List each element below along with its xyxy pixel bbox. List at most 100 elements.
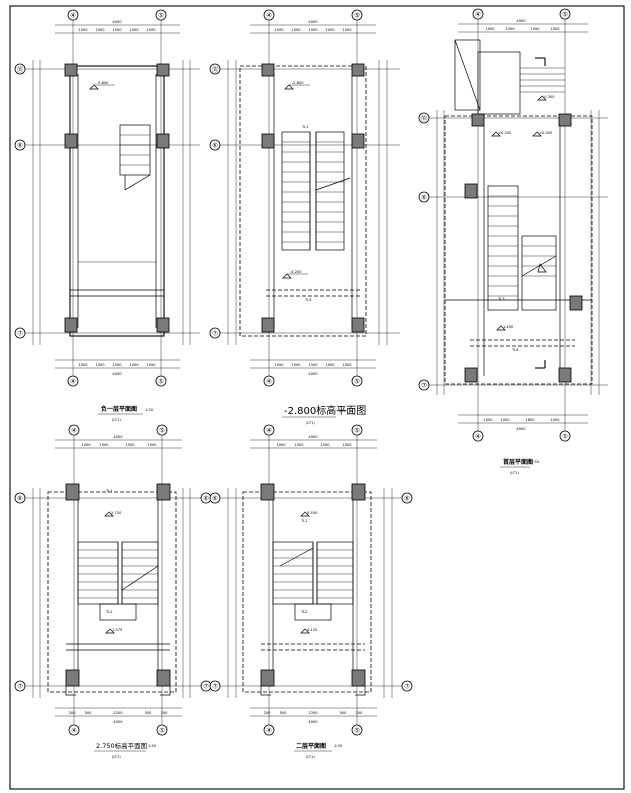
beam-label: TL1 <box>300 519 307 523</box>
dim-total: 4000 <box>308 435 318 439</box>
column <box>64 133 78 149</box>
axis-label: ⑦ <box>404 683 410 691</box>
column <box>156 669 171 687</box>
dim: 1000 <box>95 363 105 367</box>
axis-label: ⑤ <box>562 11 568 19</box>
dim: 1000 <box>95 28 105 32</box>
axis-label: ⑥ <box>212 142 218 150</box>
dim: 1800 <box>525 418 535 422</box>
beam-label: TL1 <box>105 489 112 493</box>
dim: 200 <box>69 711 77 715</box>
dim: 1000 <box>325 28 335 32</box>
column <box>569 295 583 311</box>
column <box>351 669 366 687</box>
dim: 1000 <box>342 28 352 32</box>
column <box>65 669 80 687</box>
dim: 500 <box>85 711 93 715</box>
level-mark: 1.375 <box>112 628 122 632</box>
level-mark: -5.600 <box>97 81 109 85</box>
dim: 1000 <box>129 363 139 367</box>
column <box>351 133 365 149</box>
dim: 1000 <box>342 363 352 367</box>
axis-label: ⑦ <box>212 683 218 691</box>
level-mark: -0.300 <box>543 95 555 99</box>
axis-label: ⑦ <box>203 683 209 691</box>
drawing-ref: (LT1) <box>510 471 519 475</box>
axis-label: ⑦ <box>17 330 23 338</box>
axis-label: ⑤ <box>354 427 360 435</box>
column <box>260 483 275 501</box>
dim: 1000 <box>147 443 157 447</box>
drawing-ref: (LT1) <box>306 421 315 425</box>
dim: 1500 <box>125 443 135 447</box>
axis-label: ⑤ <box>354 727 360 735</box>
dim: 1000 <box>500 418 510 422</box>
column <box>64 317 78 333</box>
dim-total: 4000 <box>516 19 526 23</box>
column <box>471 113 485 127</box>
column <box>261 317 275 333</box>
axis-label: ④ <box>71 727 77 735</box>
axis-label: ⑤ <box>562 433 568 441</box>
beam-label: TL3 <box>497 297 504 301</box>
level-mark: 5.500 <box>307 511 318 515</box>
column <box>351 483 366 501</box>
level-mark: -4.200 <box>290 270 302 274</box>
level-mark: 1.400 <box>503 325 514 329</box>
axis-label: ④ <box>266 12 272 20</box>
axis-label: ⑥ <box>203 495 209 503</box>
drawing-ref: (LT1) <box>112 755 121 759</box>
dim-total: 4000 <box>308 20 318 24</box>
column <box>156 317 170 333</box>
dim: 500 <box>145 711 153 715</box>
dim: 1500 <box>294 443 304 447</box>
dim: 1000 <box>325 363 335 367</box>
beam-label: TL2 <box>300 610 307 614</box>
dim: 1000 <box>485 27 495 31</box>
axis-label: ⑤ <box>158 378 164 386</box>
axis-label: ④ <box>266 427 272 435</box>
axis-label: ⑪ <box>421 115 428 123</box>
beam-label: TL2 <box>105 610 112 614</box>
drawing-basement-plan: ④ ⑤ ④ ⑤ 4000 1000 1000 1500 1000 1000 40… <box>14 9 200 422</box>
axis-label: ⑦ <box>212 330 218 338</box>
dim: 1000 <box>276 443 286 447</box>
beam-label: TL1 <box>301 125 308 129</box>
dim: 1000 <box>550 27 560 31</box>
drawing-minus-2800-plan: ④ ⑤ ④ ⑤ 4000 1000 1000 1500 1000 1000 40… <box>209 9 400 425</box>
dim-total: 4000 <box>112 20 122 24</box>
axis-label: ④ <box>70 12 76 20</box>
axis-label: ⑥ <box>404 495 410 503</box>
axis-label: ⑪ <box>212 66 219 74</box>
axis-label: ⑤ <box>159 727 165 735</box>
column <box>156 483 171 501</box>
axis-label: ④ <box>266 727 272 735</box>
drawing-title: 2.750标高平面图 <box>96 741 147 750</box>
axis-label: ⑥ <box>17 495 23 503</box>
dim: 1500 <box>320 443 330 447</box>
dim: 1500 <box>308 28 318 32</box>
column <box>260 669 275 687</box>
axis-label: ⑤ <box>158 12 164 20</box>
dim-total: 4000 <box>308 720 318 724</box>
drawing-scale: 1:50 <box>145 408 154 412</box>
dim: 1000 <box>146 363 156 367</box>
drawing-title: 二层平面图 <box>296 742 326 750</box>
dim: 1500 <box>99 443 109 447</box>
drawing-scale: 1:50 <box>531 460 540 464</box>
drawing-scale: 1:50 <box>334 744 343 748</box>
dim-total: 4000 <box>113 435 123 439</box>
dim: 1000 <box>291 363 301 367</box>
level-mark: ±0.000 <box>498 131 512 135</box>
axis-label: ⑤ <box>354 12 360 20</box>
dim: 1000 <box>342 443 352 447</box>
dim-total: 4000 <box>516 427 526 431</box>
dim: 1000 <box>146 28 156 32</box>
column <box>65 483 80 501</box>
dim: 1500 <box>112 363 122 367</box>
dim: 1000 <box>78 363 88 367</box>
axis-label: ⑦ <box>421 382 427 390</box>
drawing-ground-floor-plan: ④ ⑤ ④ ⑤ 4000 1000 1500 1500 1000 4000 10… <box>418 8 608 475</box>
dim: 1000 <box>274 363 284 367</box>
